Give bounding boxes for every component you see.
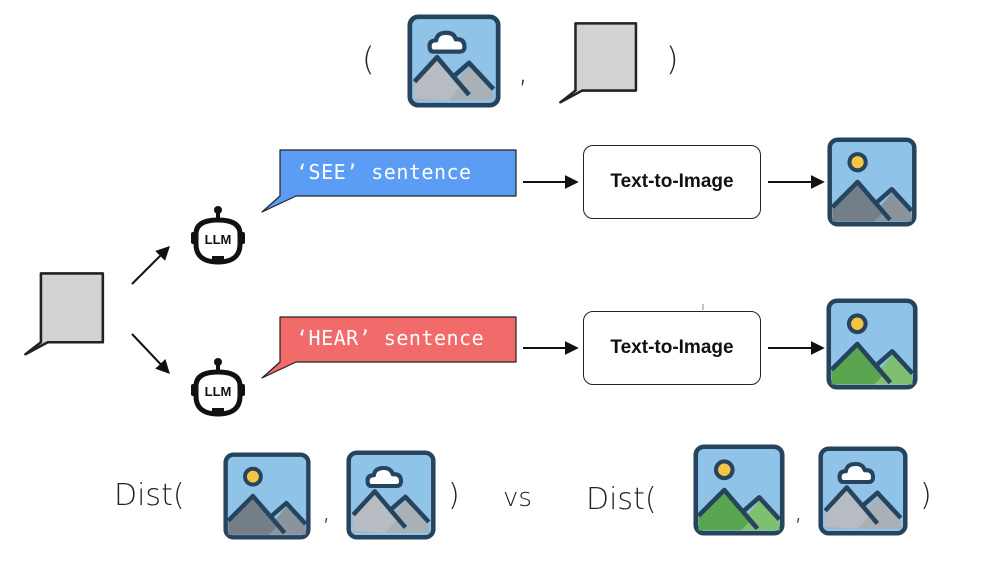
right-dist-label: Dist( [586,482,657,517]
hear-sentence-bubble [261,316,517,379]
top-comma: , [518,52,529,90]
left-dist-cloud-image-icon [344,450,438,540]
left-dist-gray-image-icon [222,452,312,540]
right-dist-green-image-icon [692,444,786,536]
hear-output-image-icon [826,298,918,390]
see-sentence-label: ‘SEE’ sentence [296,160,472,184]
arrow-to-hear-llm [131,333,170,375]
right-dist-cloud-image-icon [816,446,910,536]
arrow-to-see-llm [131,246,170,285]
hear-llm-label: LLM [204,384,232,399]
left-dist-label: Dist( [114,478,185,513]
hear-sentence-label: ‘HEAR’ sentence [296,326,485,350]
left-dist-close-paren: ) [448,478,460,513]
top-close-paren: ) [666,40,679,78]
hear-llm-robot: LLM [188,358,248,418]
right-dist-close-paren: ) [920,478,932,513]
left-dist-comma: , [322,494,331,527]
right-dist-comma: , [794,494,803,527]
see-sentence-bubble [261,149,517,213]
see-output-image-icon [826,137,918,227]
see-text-to-image-box: Text-to-Image [583,145,761,219]
see-llm-robot: LLM [188,206,248,266]
vs-label: vs [503,483,532,513]
hear-text-to-image-box: Text-to-Image [583,311,761,385]
top-open-paren: ( [362,40,375,78]
see-llm-label: LLM [204,232,232,247]
